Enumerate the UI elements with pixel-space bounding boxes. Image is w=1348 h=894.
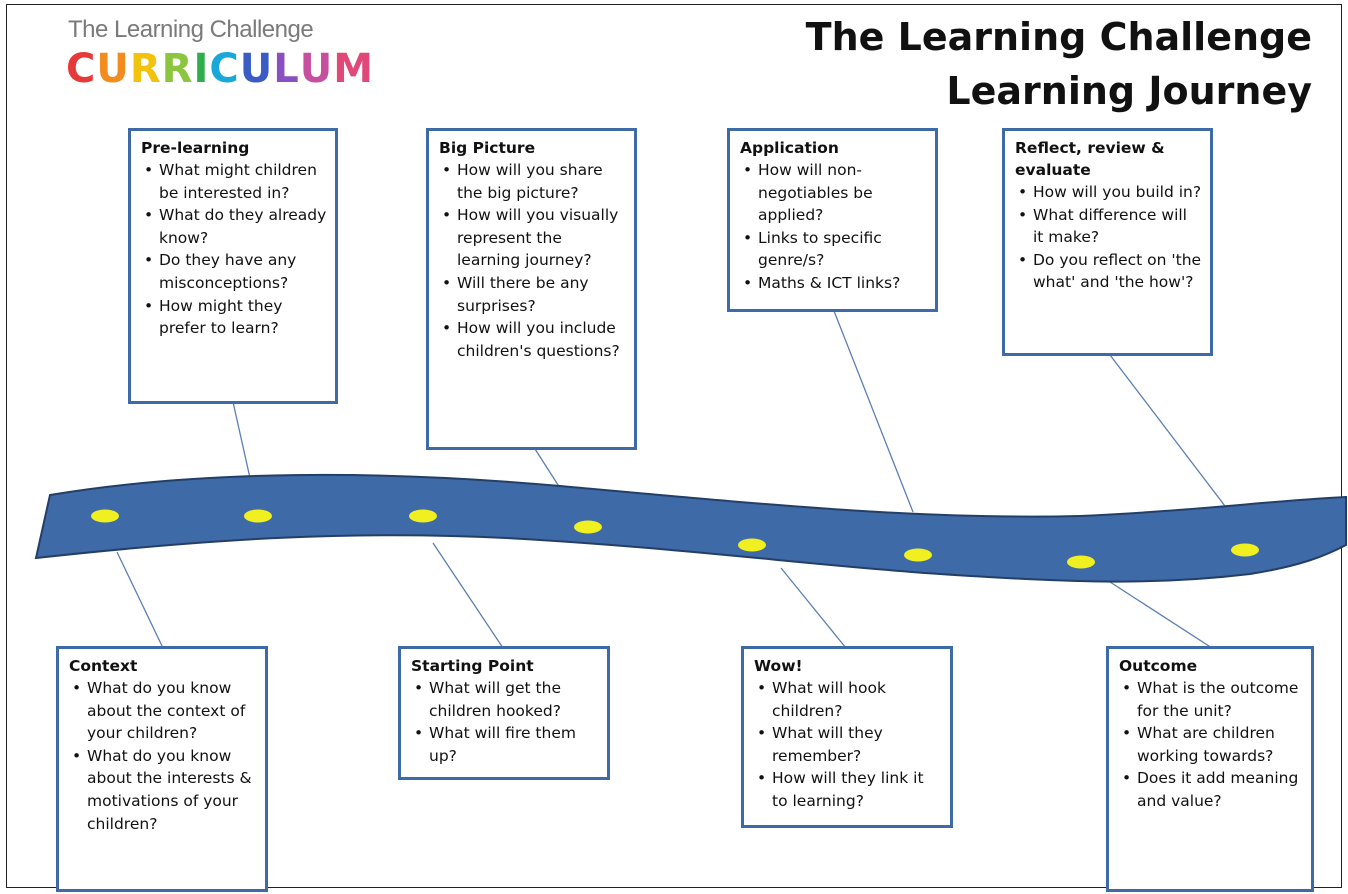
bullet-item: How will you build in? [1015, 181, 1202, 204]
box-heading: Pre-learning [141, 139, 250, 157]
title-line-1: The Learning Challenge [805, 15, 1312, 59]
bullet-item: What will fire them up? [411, 722, 599, 767]
logo-letter: L [273, 46, 300, 92]
bullet-item: What will they remember? [754, 722, 942, 767]
bullet-item: Do they have any misconceptions? [141, 249, 327, 294]
bullet-item: What will get the children hooked? [411, 677, 599, 722]
connector-context [116, 551, 164, 649]
bullet-item: What difference will it make? [1015, 204, 1202, 249]
logo-letter: R [161, 46, 194, 92]
box-list: What do you know about the context of yo… [69, 677, 257, 835]
box-list: What might children be interested in?Wha… [141, 159, 327, 340]
bullet-item: How will you visually represent the lear… [439, 204, 626, 272]
bullet-item: Maths & ICT links? [740, 272, 927, 295]
connector-pre-learning [232, 401, 251, 479]
box-reflect-review-evaluate: Reflect, review & evaluate How will you … [1002, 128, 1213, 356]
bullet-item: What will hook children? [754, 677, 942, 722]
box-heading: Context [69, 657, 138, 675]
page-title: The Learning Challenge Learning Journey [806, 10, 1312, 118]
box-wow: Wow! What will hook children?What will t… [741, 646, 953, 828]
logo-letter: C [209, 46, 240, 92]
box-list: What will hook children?What will they r… [754, 677, 942, 813]
connector-starting-point [432, 542, 504, 649]
bullet-item: Links to specific genre/s? [740, 227, 927, 272]
bullet-item: Will there be any surprises? [439, 272, 626, 317]
connector-outcome [1106, 579, 1213, 649]
box-list: How will you build in?What difference wi… [1015, 181, 1202, 294]
box-heading: Outcome [1119, 657, 1198, 675]
bullet-item: How will you share the big picture? [439, 159, 626, 204]
box-heading: Big Picture [439, 139, 536, 157]
box-heading: Wow! [754, 657, 803, 675]
road-marker-dot [1067, 555, 1095, 569]
connector-big-picture [534, 448, 561, 489]
connector-wow [780, 567, 847, 649]
logo-letter: M [333, 46, 374, 92]
box-outcome: Outcome What is the outcome for the unit… [1106, 646, 1314, 892]
logo-letter: U [299, 46, 334, 92]
box-list: How will non-negotiables be applied?Link… [740, 159, 927, 295]
box-big-picture: Big Picture How will you share the big p… [426, 128, 637, 450]
box-list: What will get the children hooked?What w… [411, 677, 599, 767]
bullet-item: What do you know about the context of yo… [69, 677, 257, 745]
bullet-item: What might children be interested in? [141, 159, 327, 204]
journey-road [34, 473, 1347, 583]
bullet-item: How will non-negotiables be applied? [740, 159, 927, 227]
road-marker-dot [574, 520, 602, 534]
connector-reflect [1109, 354, 1229, 511]
bullet-item: What is the outcome for the unit? [1119, 677, 1303, 722]
box-starting-point: Starting Point What will get the childre… [398, 646, 610, 780]
box-heading: Reflect, review & evaluate [1015, 139, 1165, 179]
road-marker-dot [409, 509, 437, 523]
road-marker-dot [244, 509, 272, 523]
box-list: How will you share the big picture?How w… [439, 159, 626, 362]
bullet-item: Do you reflect on 'the what' and 'the ho… [1015, 249, 1202, 294]
road-marker-dot [1231, 543, 1259, 557]
bullet-item: What are children working towards? [1119, 722, 1303, 767]
connector-application [833, 310, 914, 513]
box-application: Application How will non-negotiables be … [727, 128, 938, 312]
logo-subtitle: The Learning Challenge [68, 16, 314, 43]
logo-letter: R [129, 46, 162, 92]
bullet-item: Does it add meaning and value? [1119, 767, 1303, 812]
bullet-item: How will you include children's question… [439, 317, 626, 362]
bullet-item: How will they link it to learning? [754, 767, 942, 812]
bullet-item: What do they already know? [141, 204, 327, 249]
box-heading: Application [740, 139, 839, 157]
road-marker-dot [91, 509, 119, 523]
logo-letter: C [66, 46, 97, 92]
box-pre-learning: Pre-learning What might children be inte… [128, 128, 338, 404]
logo-letter: U [239, 46, 274, 92]
road-marker-dot [738, 538, 766, 552]
curriculum-logo: CURRICULUM [66, 46, 374, 92]
bullet-item: How might they prefer to learn? [141, 295, 327, 340]
box-list: What is the outcome for the unit?What ar… [1119, 677, 1303, 813]
page-frame [6, 4, 1342, 888]
box-heading: Starting Point [411, 657, 534, 675]
logo-letter: U [96, 46, 130, 92]
box-context: Context What do you know about the conte… [56, 646, 268, 892]
title-line-2: Learning Journey [946, 69, 1312, 113]
road-marker-dot [904, 548, 932, 562]
logo-letter: I [193, 46, 210, 92]
bullet-item: What do you know about the interests & m… [69, 745, 257, 835]
